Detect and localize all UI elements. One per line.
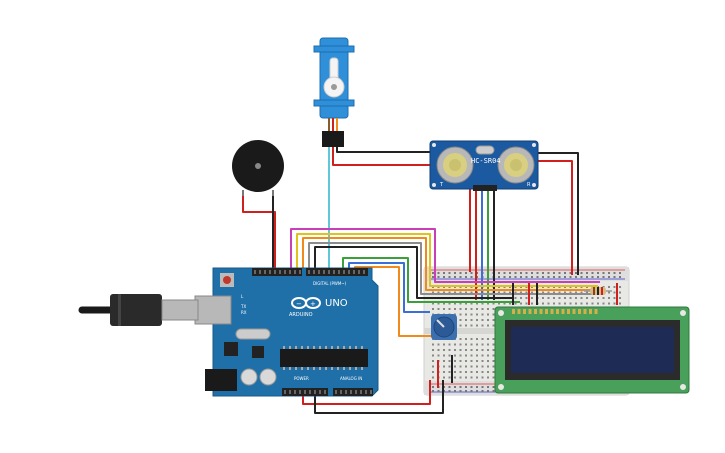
wire-servo-black: [336, 147, 430, 153]
wire-gray: [308, 242, 594, 295]
wire-blue: [348, 262, 430, 313]
digital-header-left: [252, 268, 302, 276]
transducer-t: [436, 146, 474, 184]
transducer-r: [497, 146, 535, 184]
lcd-header-pins: [512, 309, 598, 314]
wire-black-2: [314, 246, 513, 299]
pin-tx-label: TX: [240, 304, 246, 309]
arduino-logo: − +: [291, 297, 321, 309]
power-jack: [205, 369, 237, 391]
wire-yellow-1: [296, 233, 598, 287]
pin-rx-label: RX: [241, 310, 247, 315]
resistor[interactable]: [584, 287, 612, 295]
power-label: POWER: [294, 376, 309, 381]
wire-green: [342, 257, 520, 303]
wire-sensor-black: [535, 152, 579, 275]
lcd-module[interactable]: [494, 306, 690, 394]
wire-servo-red: [332, 147, 471, 272]
digital-label: DIGITAL (PWM~): [313, 281, 347, 286]
servo-motor-icon[interactable]: [313, 37, 355, 147]
atmega-chip: [280, 349, 368, 367]
wire-sensor-red: [535, 160, 573, 275]
ultrasonic-sensor[interactable]: HC-SR04 T R: [429, 140, 539, 191]
analog-label: ANALOG IN: [340, 376, 362, 381]
svg-text:+: +: [310, 300, 316, 308]
wire-magenta: [290, 228, 600, 283]
sensor-model: HC-SR04: [471, 157, 501, 165]
wire-orange-1: [302, 237, 596, 291]
piezo-buzzer-icon[interactable]: [232, 140, 284, 196]
wire-power-red: [302, 380, 431, 405]
board-model: UNO: [325, 298, 348, 309]
analog-header: [333, 388, 373, 396]
sensor-side-r: R: [527, 182, 531, 188]
sensor-side-t: T: [439, 182, 444, 188]
digital-header-right: [306, 268, 368, 276]
wire-buzzer-red: [242, 190, 276, 272]
board-brand: ARDUINO: [289, 312, 313, 318]
arduino-uno-board[interactable]: − + UNO ARDUINO DIGITAL (PWM~) POWER ANA…: [194, 267, 379, 397]
pin-l-label: L: [241, 294, 244, 299]
wire-power-black: [314, 380, 444, 414]
lcd-screen: [511, 327, 674, 373]
potentiometer-icon[interactable]: [431, 314, 457, 340]
svg-text:−: −: [296, 300, 302, 308]
usb-cable-icon: [78, 294, 199, 326]
usb-port: [194, 295, 232, 325]
